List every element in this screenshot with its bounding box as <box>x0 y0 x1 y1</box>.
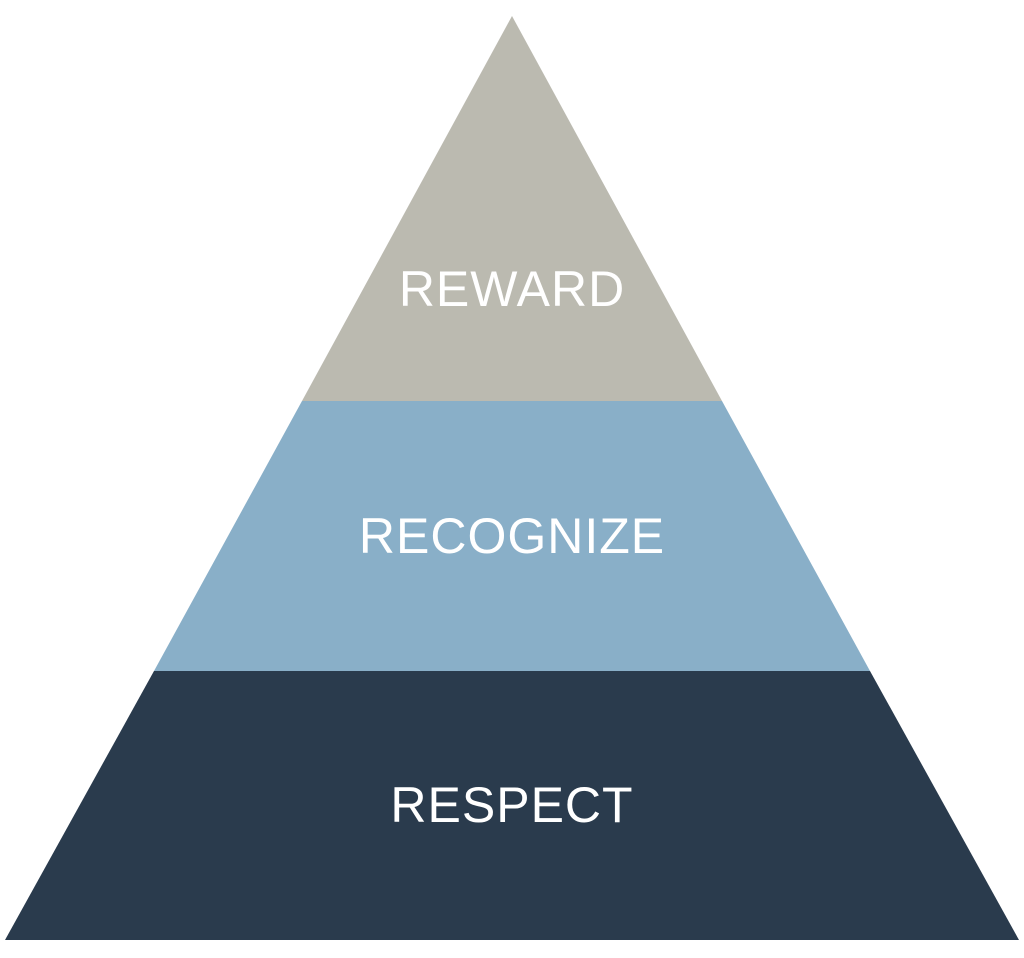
tier-label-bottom: RESPECT <box>390 777 633 833</box>
tier-label-top: REWARD <box>399 261 625 317</box>
pyramid-tier-middle <box>154 401 870 671</box>
pyramid-tier-top <box>302 16 722 401</box>
tier-label-middle: RECOGNIZE <box>359 508 665 564</box>
pyramid-tier-bottom <box>5 671 1019 940</box>
